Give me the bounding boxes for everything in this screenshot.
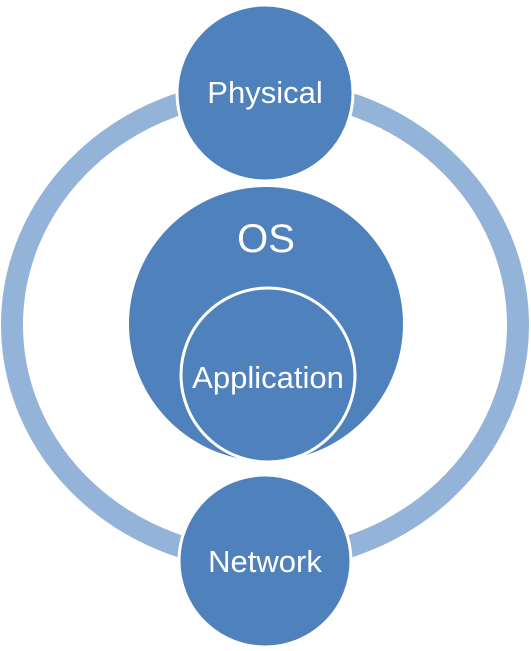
network-node: Network xyxy=(177,473,353,649)
application-circle xyxy=(179,286,357,464)
application-node: Application xyxy=(179,286,357,464)
physical-label: Physical xyxy=(207,75,322,110)
os-label: OS xyxy=(237,217,295,261)
network-circle xyxy=(177,473,353,649)
application-label: Application xyxy=(192,360,344,395)
network-label: Network xyxy=(208,544,322,579)
physical-node: Physical xyxy=(175,3,355,183)
physical-circle xyxy=(175,3,355,183)
